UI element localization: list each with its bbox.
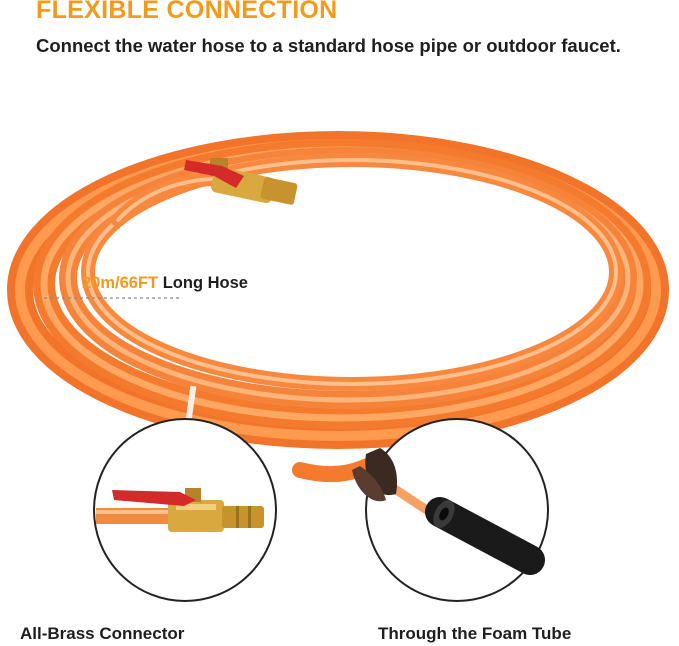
hose-length-label: 20m/66FT Long Hose — [82, 274, 248, 293]
hose-length-value: 20m/66FT — [82, 274, 159, 292]
coil-valve-illustration — [184, 158, 298, 205]
hose-coil-illustration — [7, 131, 669, 483]
page-description: Connect the water hose to a standard hos… — [36, 35, 621, 56]
caption-brass-connector: All-Brass Connector — [20, 624, 185, 643]
caption-foam-tube: Through the Foam Tube — [378, 624, 572, 643]
foam-tube-illustration — [352, 418, 549, 602]
hose-length-suffix: Long Hose — [158, 274, 248, 292]
brass-valve-illustration — [93, 418, 277, 602]
page-title: FLEXIBLE CONNECTION — [36, 0, 338, 24]
